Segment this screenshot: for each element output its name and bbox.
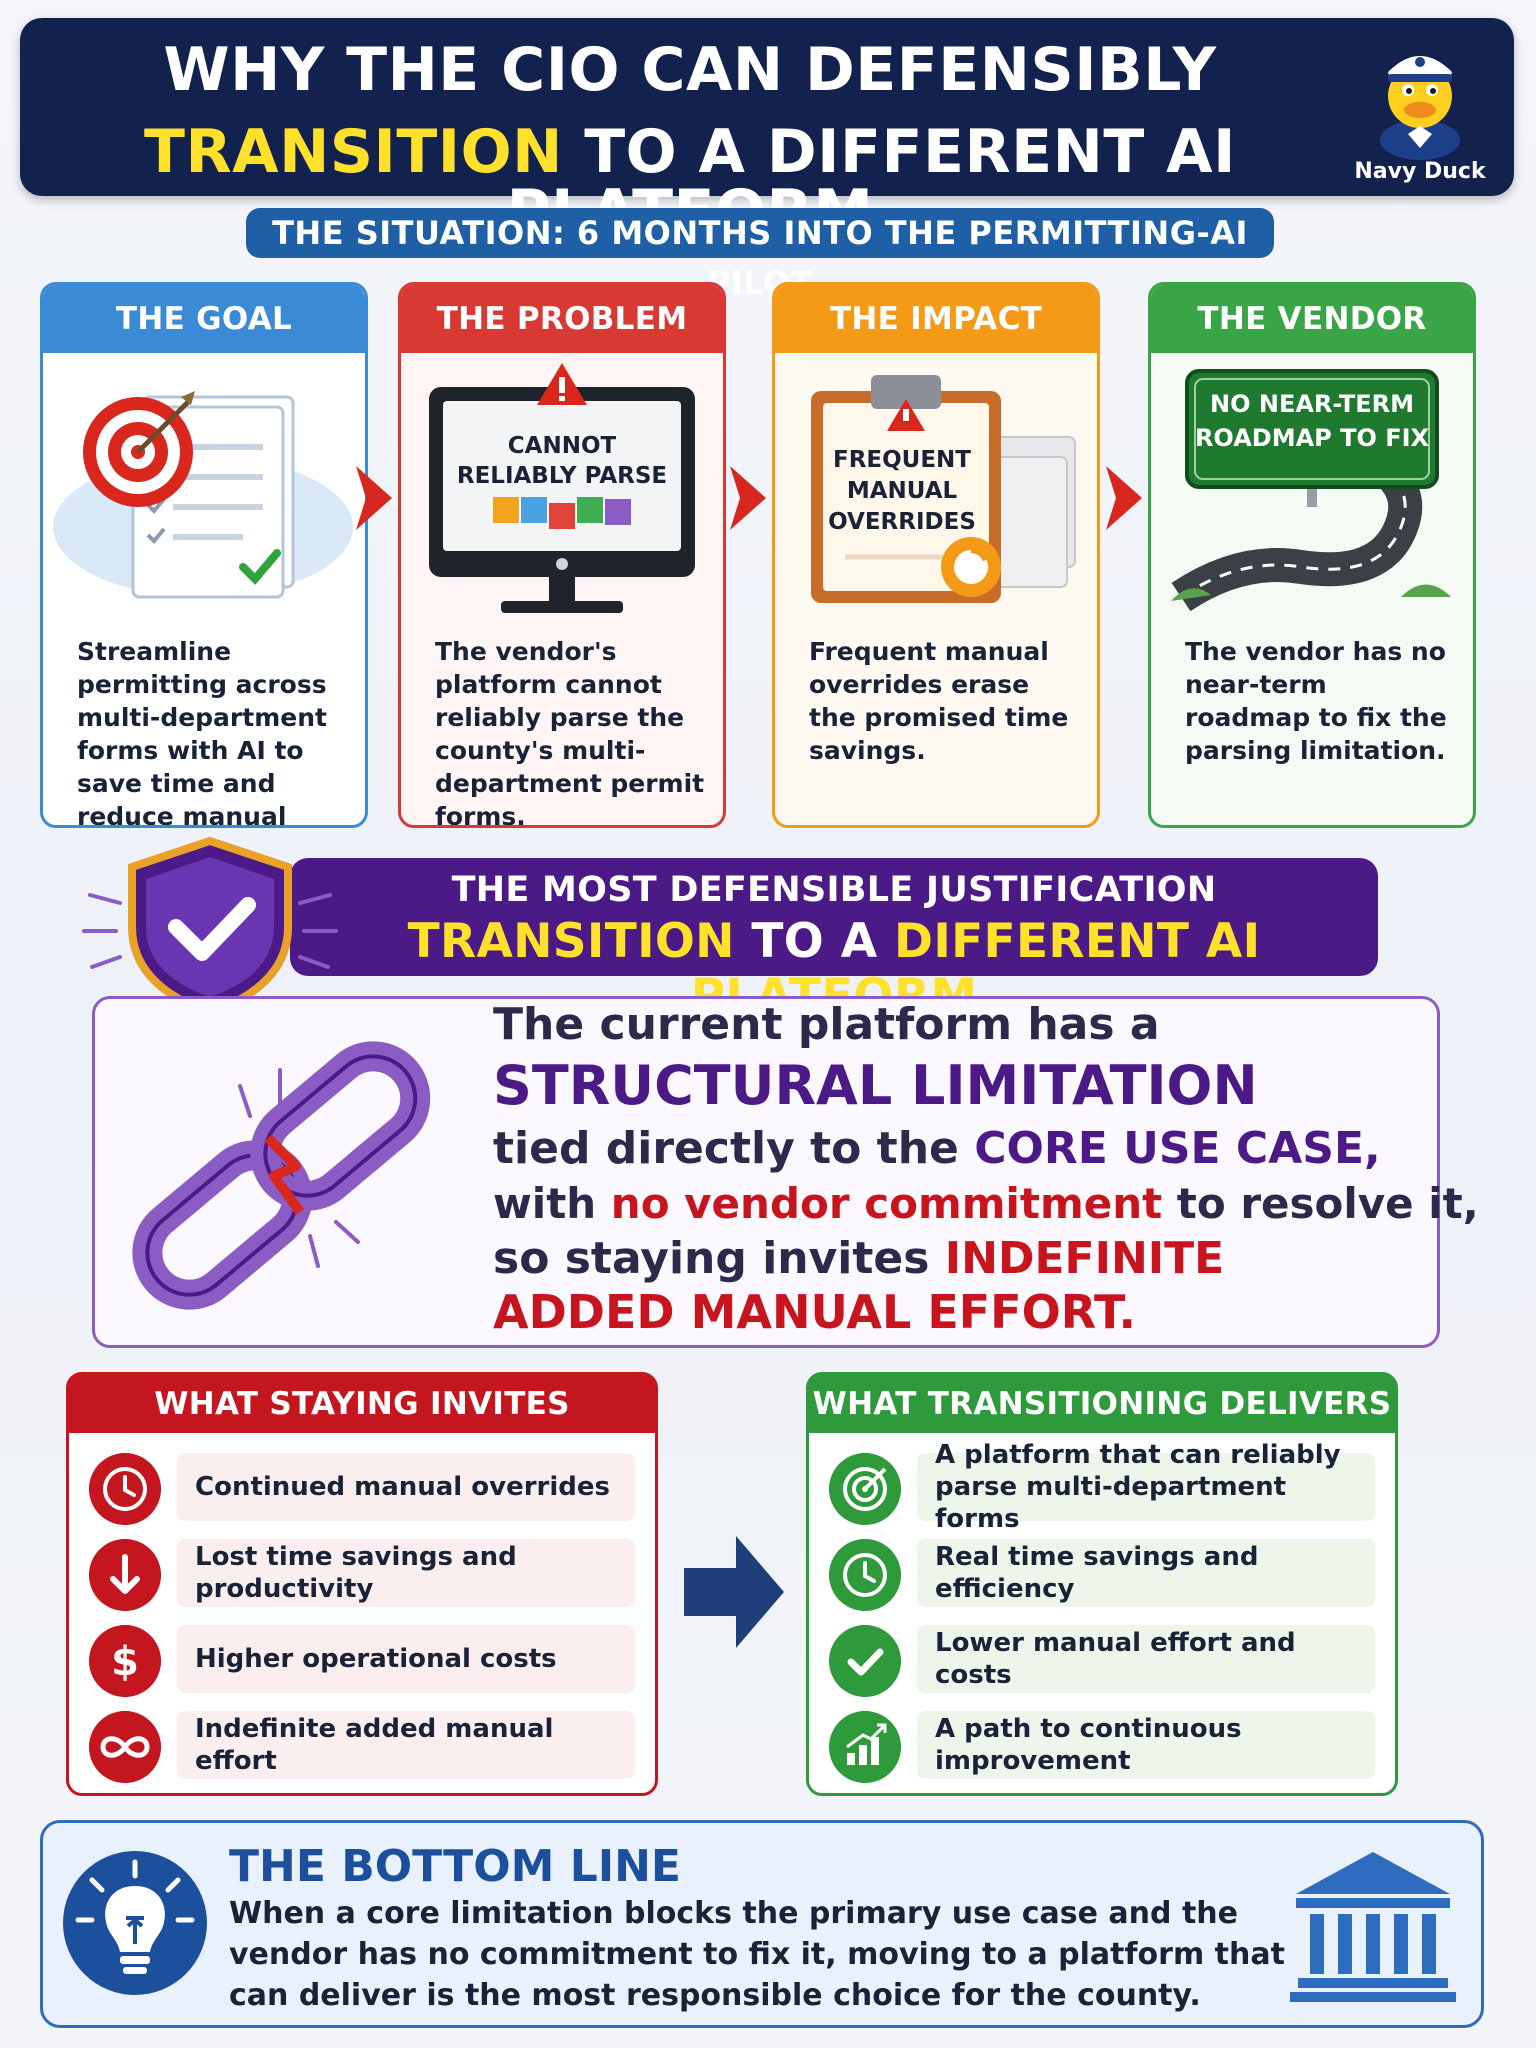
core-indefinite: INDEFINITE <box>944 1233 1225 1284</box>
chevron-right-icon <box>730 466 766 530</box>
list-item: Lost time savings and productivity <box>89 1539 635 1611</box>
core-line-3: tied directly to the CORE USE CASE, <box>493 1127 1381 1171</box>
core-line-5a: so staying invites <box>493 1233 945 1284</box>
justification-connector: TO A <box>734 914 895 969</box>
card-problem-title: THE PROBLEM <box>401 285 723 353</box>
staying-item-label: Continued manual overrides <box>195 1472 610 1502</box>
header-highlight: TRANSITION <box>144 117 563 187</box>
lightbulb-icon <box>63 1851 207 1995</box>
duck-icon <box>1380 56 1460 160</box>
arrow-right-icon <box>684 1536 784 1648</box>
card-impact-text: Frequent manual overrides erase the prom… <box>809 637 1069 765</box>
core-no-vendor-commitment: no vendor commitment <box>610 1179 1163 1228</box>
card-vendor-reality: THE VENDOR REALITY NO NEAR-TERM ROADMAP … <box>1148 282 1476 828</box>
situation-banner: THE SITUATION: 6 MONTHS INTO THE PERMITT… <box>246 208 1274 302</box>
justification-heading: THE MOST DEFENSIBLE JUSTIFICATION <box>451 870 1217 910</box>
core-line-3a: tied directly to the <box>493 1123 975 1174</box>
staying-title: WHAT STAYING INVITES <box>69 1375 655 1433</box>
staying-invites-panel: WHAT STAYING INVITES Continued manual ov… <box>66 1372 658 1796</box>
transitioning-item-label: A platform that can reliably parse multi… <box>935 1440 1341 1534</box>
card-problem: THE PROBLEM CANNOT RELIABLY PARSE The ve… <box>398 282 726 828</box>
list-item: Lower manual effort and costs <box>829 1625 1375 1697</box>
government-building-icon <box>1290 1852 1456 2002</box>
bottom-line-box: THE BOTTOM LINE When a core limitation b… <box>40 1820 1484 2028</box>
chevron-right-icon <box>1106 466 1142 530</box>
justification-transition: TRANSITION <box>407 914 735 969</box>
list-item: A platform that can reliably parse multi… <box>829 1440 1375 1534</box>
svg-text:$: $ <box>111 1639 139 1685</box>
monitor-warning-icon: CANNOT RELIABLY PARSE <box>401 357 723 627</box>
list-item: $ Higher operational costs <box>89 1625 635 1697</box>
road-sign-icon: NO NEAR-TERM ROADMAP TO FIX <box>1151 357 1473 627</box>
shield-check-icon <box>82 836 338 1015</box>
core-line-4a: with <box>493 1179 611 1228</box>
transitioning-item-label: A path to continuous improvement <box>935 1714 1242 1776</box>
core-statement-box: The current platform has a STRUCTURAL LI… <box>92 996 1479 1348</box>
clipboard-text: FREQUENT MANUAL OVERRIDES <box>828 447 976 535</box>
infinity-icon <box>89 1711 161 1783</box>
arrow-down-icon <box>89 1539 161 1611</box>
card-goal-text: Streamline permitting across multi-depar… <box>77 637 327 828</box>
chevron-right-icon <box>356 466 392 530</box>
core-line-4c: to resolve it, <box>1162 1179 1479 1228</box>
staying-item-label: Higher operational costs <box>195 1644 557 1674</box>
staying-item-label: Indefinite added manual effort <box>195 1714 554 1776</box>
core-line-1: The current platform has a <box>493 999 1160 1050</box>
transitioning-title: WHAT TRANSITIONING DELIVERS <box>809 1375 1395 1433</box>
list-item: Real time savings and efficiency <box>829 1539 1375 1611</box>
clipboard-warning-icon: FREQUENT MANUAL OVERRIDES <box>775 357 1097 627</box>
justification-statement: TRANSITION TO A DIFFERENT AI PLATFORM <box>290 914 1378 1024</box>
core-line-2: STRUCTURAL LIMITATION <box>493 1054 1258 1117</box>
bottom-line-text: When a core limitation blocks the primar… <box>229 1896 1285 2013</box>
card-impact-title: THE IMPACT <box>775 285 1097 353</box>
list-item: Indefinite added manual effort <box>89 1711 635 1783</box>
card-problem-text: The vendor's platform cannot reliably pa… <box>435 637 705 828</box>
mascot-label: Navy Duck <box>1354 159 1486 184</box>
clock-icon <box>89 1453 161 1525</box>
card-vendor-text: The vendor has no near-term roadmap to f… <box>1185 637 1447 765</box>
card-impact: THE IMPACT FREQUENT MANUAL OVERRIDES Fre… <box>772 282 1100 828</box>
target-document-icon <box>43 357 365 627</box>
core-use-case: CORE USE CASE, <box>974 1123 1381 1174</box>
screen-text: CANNOT RELIABLY PARSE <box>456 433 668 489</box>
broken-chain-icon <box>132 1041 431 1310</box>
dollar-icon: $ <box>89 1625 161 1697</box>
target-icon <box>829 1453 901 1525</box>
header-banner: WHY THE CIO CAN DEFENSIBLY TRANSITION TO… <box>20 18 1514 242</box>
card-goal: THE GOAL Streamline permitting across mu… <box>40 282 368 828</box>
transitioning-item-label: Real time savings and efficiency <box>935 1542 1259 1604</box>
check-icon <box>829 1625 901 1697</box>
clock-icon <box>829 1539 901 1611</box>
core-line-5: so staying invites INDEFINITE <box>493 1237 1224 1281</box>
staying-item-label: Lost time savings and productivity <box>195 1542 517 1604</box>
header-title-line1: WHY THE CIO CAN DEFENSIBLY <box>163 35 1217 105</box>
transitioning-delivers-panel: WHAT TRANSITIONING DELIVERS A platform t… <box>806 1372 1398 1796</box>
card-goal-title: THE GOAL <box>43 285 365 353</box>
transitioning-item-label: Lower manual effort and costs <box>935 1628 1296 1690</box>
justification-banner: THE MOST DEFENSIBLE JUSTIFICATION TRANSI… <box>290 858 1378 1024</box>
core-line-4: with no vendor commitment to resolve it, <box>493 1183 1479 1225</box>
sign-text: NO NEAR-TERM ROADMAP TO FIX <box>1194 390 1430 452</box>
list-item: A path to continuous improvement <box>829 1711 1375 1783</box>
card-vendor-title: THE VENDOR REALITY <box>1151 285 1473 405</box>
bottom-line-title: THE BOTTOM LINE <box>229 1841 681 1892</box>
growth-chart-icon <box>829 1711 901 1783</box>
core-line-6: ADDED MANUAL EFFORT. <box>493 1285 1136 1339</box>
navy-duck-mascot: Navy Duck <box>1350 30 1490 190</box>
list-item: Continued manual overrides <box>89 1453 635 1525</box>
